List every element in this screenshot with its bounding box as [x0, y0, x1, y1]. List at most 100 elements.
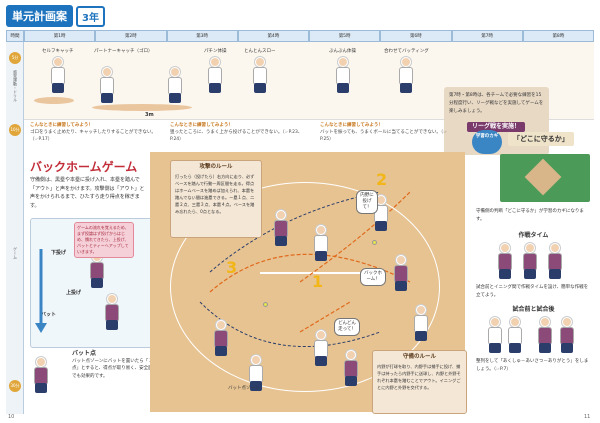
progression-callout: ゲームの流れを覚えるため、まず投論はず投げからはじめ、慣れてきたら、上投げ、バッ… [74, 222, 134, 258]
match-manners-text: 整列をして「あくしゅ－あいさつ－ありがとう」をしましょう。（☞P.7） [476, 359, 589, 372]
learning-key-column: 学習のカギ 「どこに守るか」 守備側の判断「どこに守るか」が学習のカギになります… [470, 124, 592, 414]
base-number-3: 3 [226, 258, 238, 277]
student-figure [164, 67, 186, 107]
bat-point-title: バット点 [72, 350, 97, 357]
period-header-row: 時間 第1時 第2時 第3時 第4時 第5時 第6時 第7時 第8時 [6, 30, 594, 42]
page-header: 単元計画案 3年 [6, 5, 146, 27]
label-underhand: 下投げ [51, 250, 67, 256]
drill-name: パートナーキャッチ（ゴロ） [94, 49, 153, 54]
drill-self-catch: セルフキャッチ [42, 48, 74, 97]
tip-body: 狙ったところに、うまく上から投げることができない。（☞P.23、P.24） [170, 130, 303, 142]
student-figure [270, 210, 292, 250]
court-circle [170, 182, 440, 392]
ball [372, 240, 377, 245]
drill-batting: 合わせてバッティング [384, 48, 429, 97]
tip-heading: こんなときに練習してみよう！ [30, 123, 93, 128]
league-info-text: 第7時・第8時は、各チームで必要な練習を15分程度行い、リーグ戦などを実施してゲ… [449, 93, 544, 114]
side-column: 5分 感覚運動・ドリル 10分 ゲーム 30分 [6, 42, 24, 414]
base-number-2: 2 [376, 170, 388, 189]
student-figure [370, 195, 392, 235]
student-figure [30, 357, 52, 397]
tip-heading: こんなときに練習してみよう！ [170, 123, 233, 128]
page-number-left: 10 [8, 414, 15, 420]
page-number-right: 11 [584, 414, 591, 420]
learning-key-badge: 学習のカギ [472, 130, 502, 154]
match-lineup-illustration [484, 314, 579, 354]
bat-zone-caption: バット点ゾーン [228, 386, 260, 391]
defense-rules-box: 守備のルール 内野が打球を取り、内野手は捕手に投げ、捕手は持ったら内野手に送球し… [372, 350, 467, 414]
defense-rules-text: 内野が打球を取り、内野手は捕手に投げ、捕手は持ったら内野手に送球し、内野と外野そ… [377, 364, 461, 390]
student-figure [332, 57, 354, 97]
ball [263, 302, 268, 307]
speech-bubble: 内野に投げて！ [356, 190, 378, 214]
drill-name: ぶんぶん体操 [329, 49, 356, 54]
period-7: 第7時 [451, 30, 523, 42]
period-6: 第6時 [380, 30, 452, 42]
speech-bubble: どんどん走って！ [334, 318, 360, 336]
distance-label: 3m [145, 112, 154, 118]
page-title: 単元計画案 [6, 5, 73, 27]
student-figure [249, 57, 271, 97]
attack-rules-box: 攻撃のルール 打ったら（投げたら）右方向に走り、必ずベースを踏んで行動一周区間を… [170, 160, 262, 238]
student-figure [395, 57, 417, 97]
tip-body: ゴロをうまく止めたり、キャッチしたりすることができない。（☞P.17） [30, 130, 156, 142]
strategy-time-title: 作戦タイム [518, 232, 549, 239]
attack-rules-title: 攻撃のルール [199, 164, 233, 170]
progression-arrows [35, 249, 47, 333]
tip-heading: こんなときに練習してみよう！ [320, 123, 383, 128]
period-1: 第1時 [24, 30, 96, 42]
student-figure [310, 225, 332, 265]
time-badge-30: 30分 [9, 380, 21, 392]
period-label: 時間 [6, 30, 24, 42]
student-figure [310, 330, 332, 370]
speech-bubble: バックホーム！ [360, 268, 386, 286]
period-5: 第5時 [309, 30, 381, 42]
tip-1: こんなときに練習してみよう！ ゴロをうまく止めたり、キャッチしたりすることができ… [30, 122, 160, 143]
student-figure [210, 320, 232, 360]
drill-name: セルフキャッチ [42, 49, 74, 54]
strategy-group-illustration [484, 240, 579, 280]
drill-name: とんとんスロー [244, 49, 276, 54]
ground-shadow [92, 104, 192, 111]
drill-partner-catch: パートナーキャッチ（ゴロ） [94, 48, 153, 54]
student-figure [410, 305, 432, 345]
learning-key-text: 守備側の判断「どこに守るか」が学習のカギになります。 [476, 209, 584, 222]
row1-label: 感覚運動・ドリル [13, 70, 18, 102]
tip-3: こんなときに練習してみよう！ バットを振っても、うまくボールに当てることができな… [320, 122, 455, 143]
mat-shadow [34, 97, 74, 104]
drill-name: 合わせてバッティング [384, 49, 429, 54]
learning-key-title: 「どこに守るか」 [508, 132, 574, 146]
student-figure [204, 57, 226, 97]
game-description: 守備側は、黒塁や本塁に投げ入れ、本塁を踏んで「アウト」と声をかけます。攻撃側は「… [30, 177, 145, 209]
tip-2: こんなときに練習してみよう！ 狙ったところに、うまく上から投げることができない。… [170, 122, 305, 143]
grade-badge: 3年 [76, 5, 105, 27]
period-2: 第2時 [95, 30, 167, 42]
student-figure [245, 355, 267, 395]
period-8: 第8時 [522, 30, 594, 42]
court-line [260, 272, 360, 274]
mini-field-diagram [500, 154, 590, 202]
period-4: 第4時 [237, 30, 309, 42]
label-bat: バット [41, 312, 57, 318]
tip-body: バットを振っても、うまくボールに当てることができない。（☞P.25） [320, 130, 448, 142]
match-manners-title: 試合前と試合後 [512, 306, 555, 313]
drill-row: セルフキャッチ パートナーキャッチ（ゴロ） パチン体操 とんとんスロー ぶんぶん… [24, 42, 594, 155]
time-badge-10: 10分 [9, 124, 21, 136]
defense-rules-title: 守備のルール [402, 354, 436, 360]
bat-point-note: バット点 バット点ゾーンにバットを置いたら「１点」とすると、得点が取り易く、安全… [30, 350, 155, 393]
drill-bunbun: ぶんぶん体操 [329, 48, 356, 97]
drill-pachin: パチン体操 [204, 48, 227, 97]
time-badge-5: 5分 [9, 52, 21, 64]
drill-tonton-throw: とんとんスロー [244, 48, 276, 97]
student-figure [340, 350, 362, 390]
strategy-time-text: 試合前とイニング間で作戦タイムを設け、簡単な作戦を立てよう。 [476, 285, 589, 298]
attack-rules-text: 打ったら（投げたら）右方向に走り、必ずベースを踏んで行動一周区間を走る。得点はホ… [175, 174, 255, 214]
student-figure [96, 67, 118, 107]
drill-name: パチン体操 [204, 49, 227, 54]
student-figure [390, 255, 412, 295]
student-figure [101, 294, 123, 334]
league-badge: リーグ戦を実施！ [467, 122, 526, 132]
row2-label: ゲーム [13, 247, 18, 259]
base-number-1: 1 [312, 272, 324, 291]
